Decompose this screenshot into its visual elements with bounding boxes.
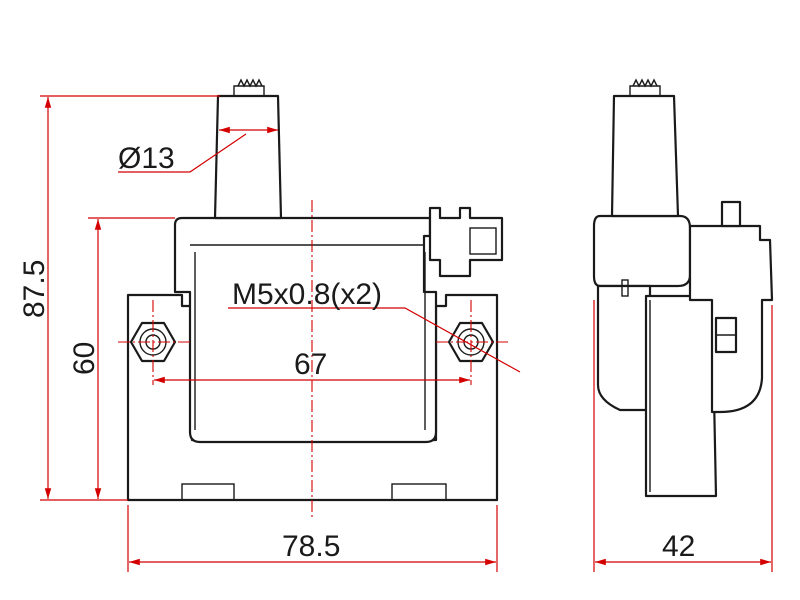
side-coil-body xyxy=(592,214,692,288)
label-total-height: 87.5 xyxy=(18,260,51,318)
base-tab-right xyxy=(391,483,447,501)
side-tower-spring xyxy=(632,78,658,88)
side-connector-clip xyxy=(720,200,742,228)
tower-spring xyxy=(237,78,263,88)
front-hv-tower xyxy=(213,94,283,220)
label-depth: 42 xyxy=(662,530,695,563)
side-hv-tower xyxy=(610,94,680,218)
front-view xyxy=(126,78,504,502)
base-tab-left xyxy=(181,483,235,501)
label-body-width: 78.5 xyxy=(282,530,340,563)
label-hole-spacing: 67 xyxy=(294,348,327,381)
body-inner-lines xyxy=(194,252,426,430)
label-thread: M5x0.8(x2) xyxy=(232,278,382,311)
dimension-lines xyxy=(40,95,773,572)
connector-socket xyxy=(469,227,497,255)
side-core xyxy=(644,294,718,498)
side-lower-body xyxy=(596,284,652,412)
tower-cap xyxy=(233,85,265,96)
label-diameter: Ø13 xyxy=(118,142,175,175)
label-body-height: 60 xyxy=(68,342,101,375)
side-pin xyxy=(621,279,629,297)
dim-leader-thread xyxy=(228,307,521,373)
front-connector xyxy=(428,206,504,278)
side-view xyxy=(592,78,774,498)
center-lines xyxy=(118,200,510,520)
front-coil-body xyxy=(173,216,438,444)
